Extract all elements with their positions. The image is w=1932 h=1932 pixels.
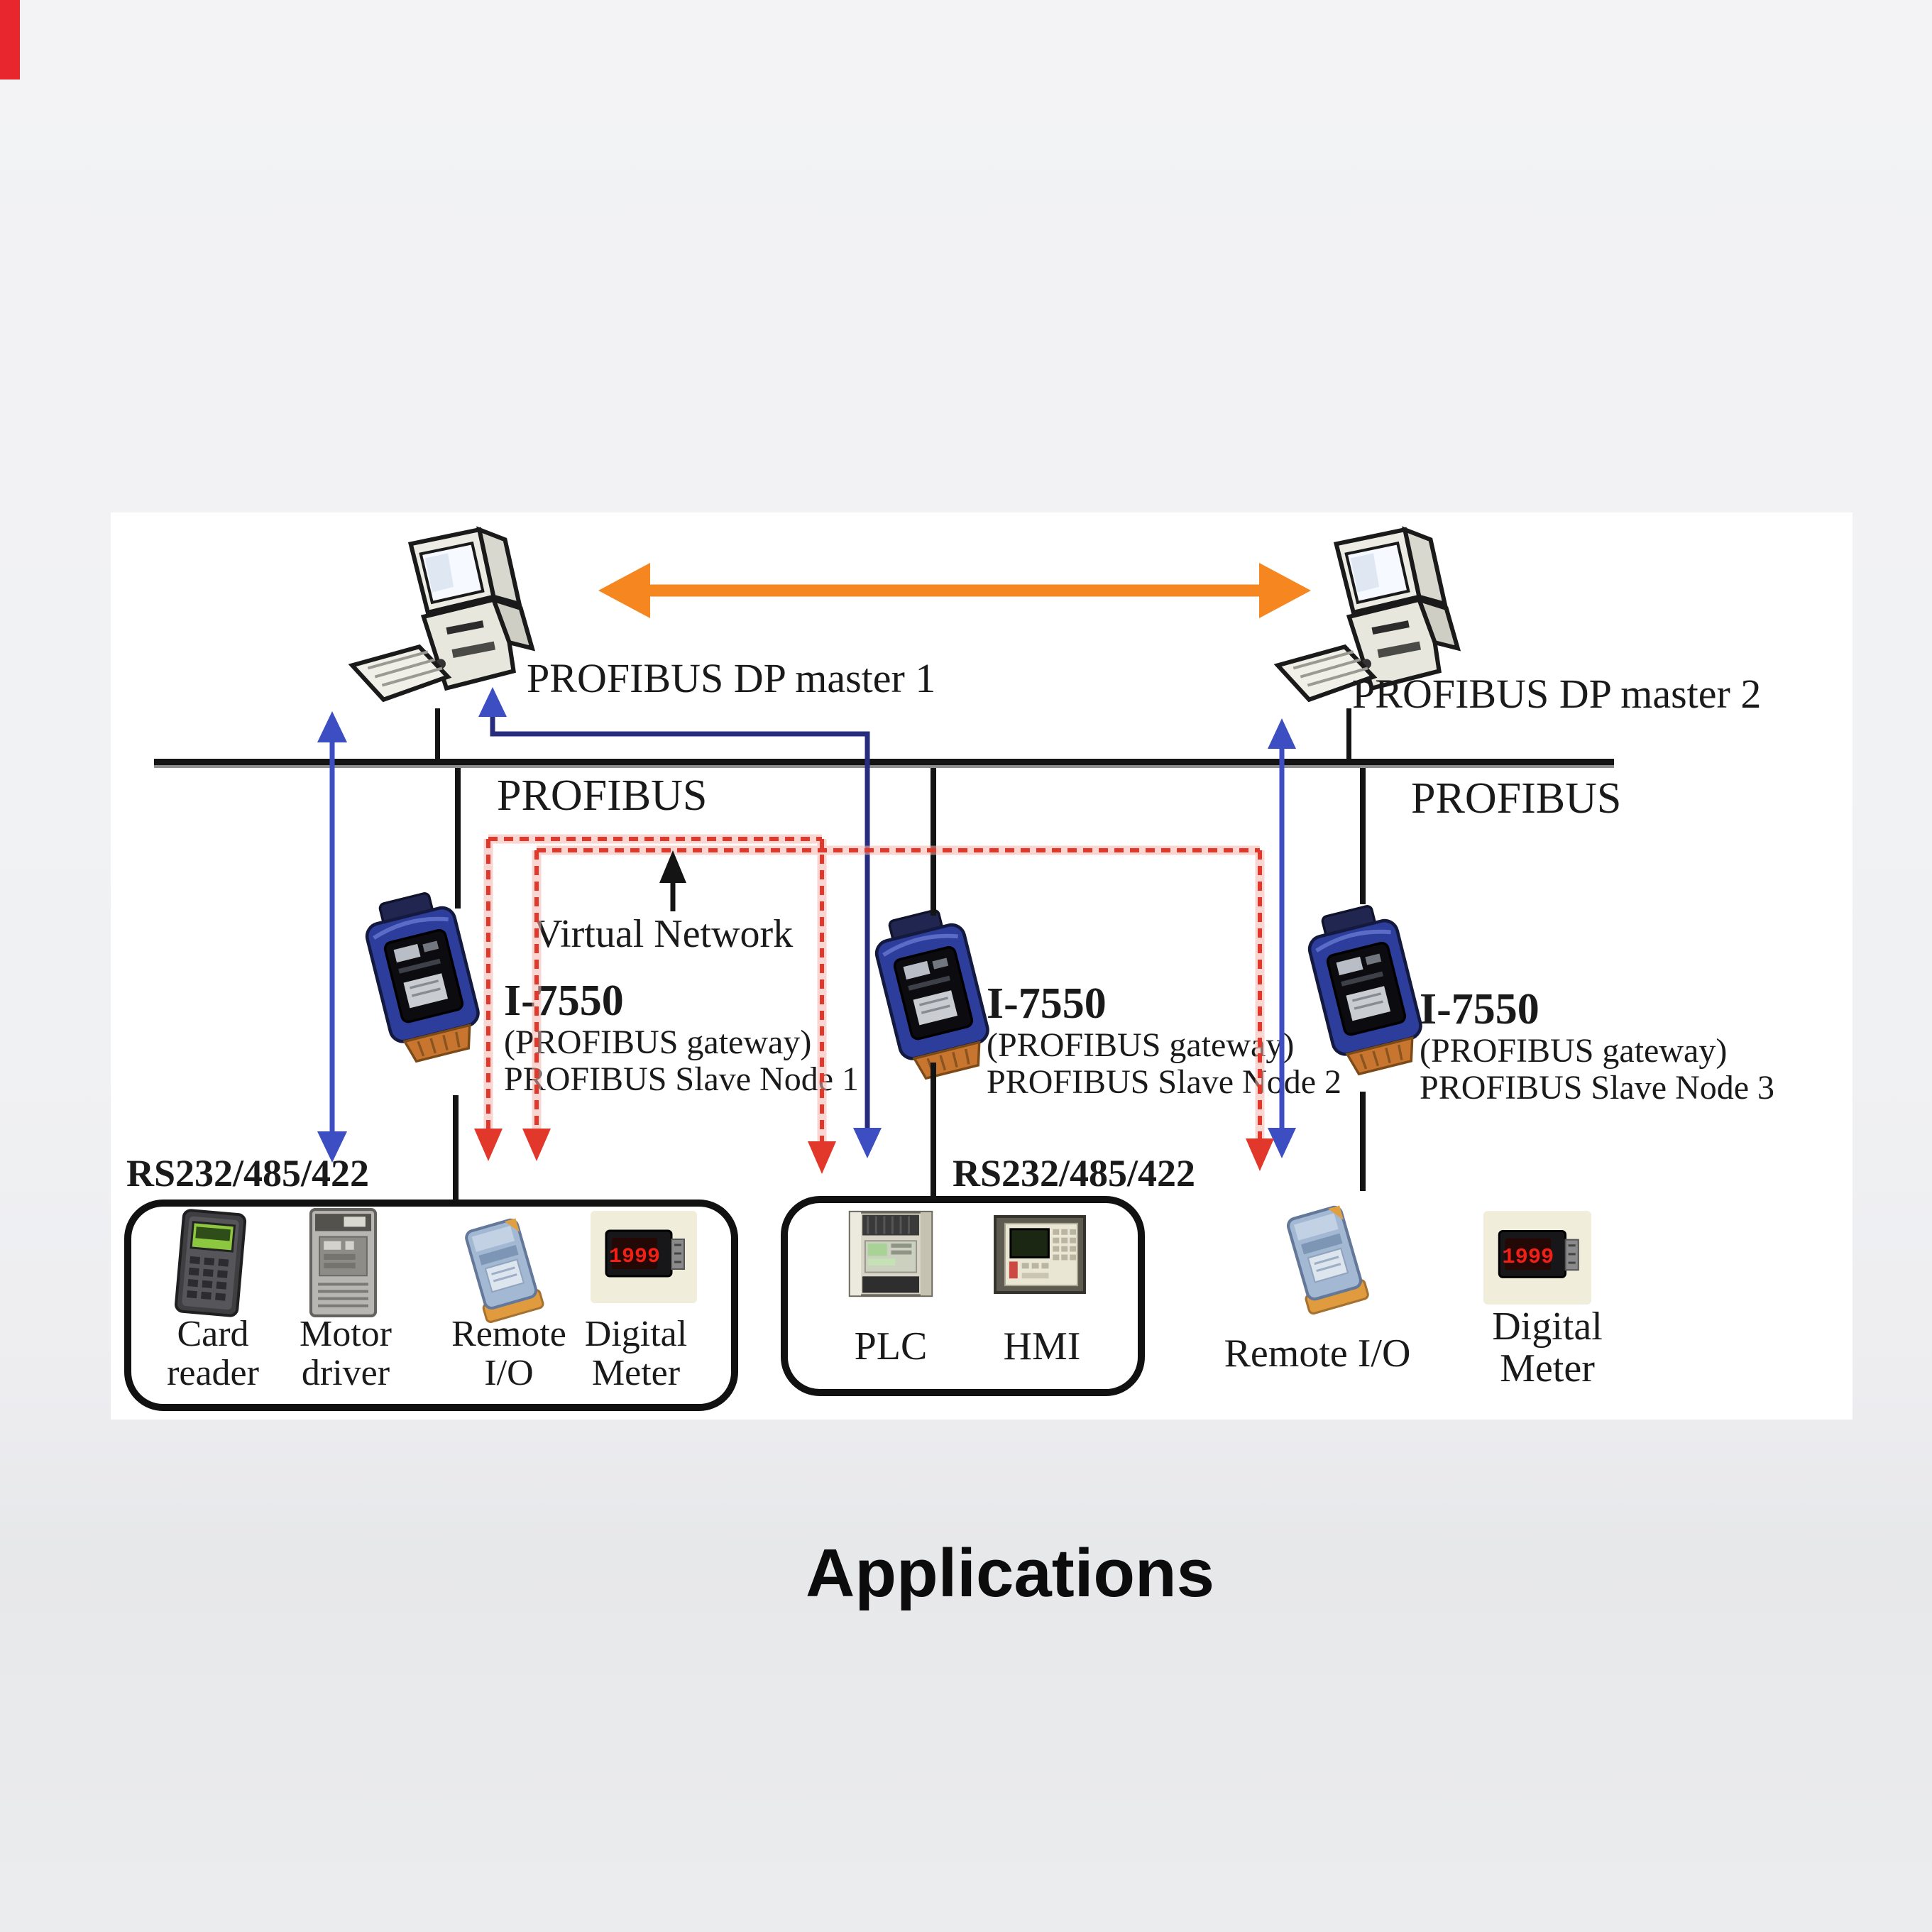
device-group1-box: [124, 1200, 738, 1411]
digital-meter-icon: [1483, 1211, 1591, 1305]
master1-label: PROFIBUS DP master 1: [527, 655, 936, 701]
gateway2-node: PROFIBUS Slave Node 2: [987, 1063, 1342, 1101]
gateway1-node: PROFIBUS Slave Node 1: [504, 1060, 860, 1098]
card-reader-icon: [164, 1204, 257, 1322]
gateway3-type: (PROFIBUS gateway): [1420, 1032, 1728, 1070]
gateway3-label-block: I-7550 (PROFIBUS gateway) PROFIBUS Slave…: [1420, 985, 1775, 1107]
label-line: Motor: [300, 1314, 392, 1354]
digital-meter-icon: [591, 1211, 697, 1303]
device-group2-box: [781, 1196, 1145, 1396]
gateway2-model: I-7550: [987, 979, 1107, 1028]
serial-label-middle: RS232/485/422: [953, 1152, 1196, 1195]
label-line: Remote: [451, 1314, 566, 1354]
label-line: Card: [177, 1314, 249, 1354]
gateway1-type: (PROFIBUS gateway): [504, 1023, 812, 1062]
virtual-network-label: Virtual Network: [534, 912, 794, 956]
page-caption: Applications: [806, 1535, 1215, 1611]
profibus-bus-label-left: PROFIBUS: [497, 772, 708, 820]
gateway1-model: I-7550: [504, 977, 624, 1025]
device-label-remote-io: Remote I/O: [449, 1314, 569, 1393]
master2-label: PROFIBUS DP master 2: [1352, 671, 1762, 717]
device-label-digital-meter-right: Digital Meter: [1487, 1305, 1608, 1391]
label-line: Digital: [1492, 1305, 1603, 1349]
device-label-hmi: HMI: [1003, 1324, 1081, 1368]
label-line: I/O: [484, 1353, 534, 1394]
label-line: driver: [301, 1353, 390, 1394]
label-line: Digital: [584, 1314, 688, 1354]
label-line: Meter: [1500, 1346, 1595, 1391]
device-label-digital-meter: Digital Meter: [579, 1314, 693, 1393]
device-label-motor-driver: Motor driver: [296, 1314, 395, 1393]
page-corner-accent: [0, 0, 20, 79]
gateway3-node: PROFIBUS Slave Node 3: [1420, 1068, 1775, 1107]
motor-driver-icon: [301, 1205, 386, 1320]
gateway2-label-block: I-7550 (PROFIBUS gateway) PROFIBUS Slave…: [987, 979, 1342, 1101]
gateway3-model: I-7550: [1420, 985, 1539, 1033]
device-label-card-reader: Card reader: [163, 1314, 263, 1393]
serial-label-left: RS232/485/422: [126, 1152, 370, 1195]
plc-icon: [845, 1208, 937, 1300]
gateway2-type: (PROFIBUS gateway): [987, 1026, 1295, 1065]
gateway1-label-block: I-7550 (PROFIBUS gateway) PROFIBUS Slave…: [504, 977, 860, 1098]
device-label-plc: PLC: [854, 1324, 928, 1368]
label-line: reader: [167, 1353, 259, 1394]
label-line: Meter: [591, 1353, 681, 1394]
hmi-icon: [992, 1212, 1087, 1297]
profibus-bus-label-right: PROFIBUS: [1411, 774, 1622, 823]
device-label-remote-io-right: Remote I/O: [1224, 1332, 1411, 1376]
